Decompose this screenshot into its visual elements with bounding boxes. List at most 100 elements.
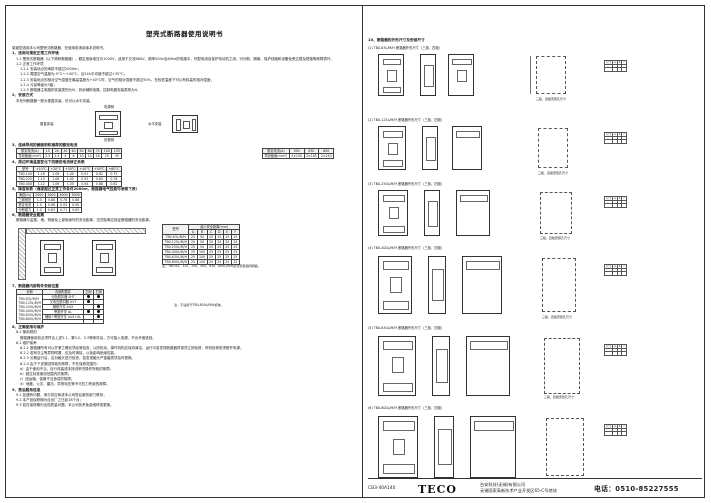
installed-mark [86, 310, 90, 313]
wire-cell: 2×240 [318, 153, 335, 160]
dim-header-cell: 尺寸 [603, 59, 614, 66]
section-8-p2: 断路器使用前必须符合上述3.1、第3.2、3.3等条件后，方可接入电源，不允许倒… [20, 335, 156, 340]
wire-cell: 4 [60, 153, 70, 160]
safety-cell: TB0-125L/M/H [161, 238, 190, 245]
alt-cell: 分断能力 [16, 206, 34, 213]
footer: CB3-40A140 TECO 台安科技(无锡)有限公司 无锡国家高新技术产业开… [368, 478, 702, 496]
document-title: 塑壳式断路器使用说明书 [146, 30, 223, 38]
dimension-item-1: (1) TB0-63L/M/H 断路器外形尺寸（三极、四极） 三极、四极安装孔尺… [368, 46, 702, 116]
temp-cell: TB0-225 [15, 175, 35, 182]
accessory-table: 机种 内部附属件 左侧 右侧 TB0-63L/M/H TB0-125L/M/H … [15, 289, 105, 325]
phone-number: 电话：0510-85227555 [594, 485, 679, 493]
temp-header-cell: +40°C [77, 165, 93, 172]
mounting-hole-outline [544, 338, 580, 394]
document-code: CB3-40A140 [368, 486, 396, 491]
section-5-heading: 5、降容系数（海拔超过正常工作条件2000m，断路器电气性能可参照下表） [12, 186, 140, 191]
wire-cell: 2×150 [288, 153, 305, 160]
section-2-p1: 本系列断路器一般为垂直安装，也可以水平安装。 [16, 98, 93, 103]
dimension-line [530, 56, 531, 94]
dim-header-cell: c [621, 263, 627, 270]
safety-cell: TB0-400L/M/H [161, 248, 190, 255]
safety-cell: TB0-630L/M/H [161, 253, 190, 260]
dimension-caption: (6) TB0-800L/M/H 断路器外形尺寸（三极、四极） [368, 406, 445, 410]
safety-cell: 100 [196, 258, 208, 265]
right-column: 10、断路器的外形尺寸及安装尺寸 (1) TB0-63L/M/H 断路器外形尺寸… [368, 10, 702, 495]
dim-header-cell: 尺寸 [603, 423, 614, 430]
side-view-drawing [420, 54, 436, 96]
dim-header-cell: c [621, 59, 627, 66]
wire-cell: 6 [68, 153, 79, 160]
section-8-heading: 8、正确使用与维护 [12, 325, 45, 329]
alt-cell: 1.0 [32, 206, 46, 213]
dim-header-cell: c [621, 423, 627, 430]
four-pole-drawing [448, 54, 474, 96]
front-view-drawing [378, 256, 412, 314]
safety-cell: TB0-250L/M/H [161, 243, 190, 250]
intro-text: 感谢您选用本公司塑壳式断路器，在使用前请阅读本说明书。 [12, 46, 107, 51]
alt-header-cell: 海拔(m) [16, 191, 34, 198]
front-view-drawing [378, 126, 406, 170]
power-side-label: 电源侧 [104, 104, 115, 109]
side-view-drawing [432, 336, 450, 396]
temp-cell: 1.12 [33, 180, 49, 187]
alt-cell: 工频耐压 [16, 196, 34, 203]
mounting-hole-outline [536, 56, 566, 94]
safety-cell: TB0-63L/M/H [161, 233, 190, 240]
mounting-hole-outline [538, 128, 568, 168]
section-4-heading: 4、周边环境温度变化下的额定电流修正系数 [12, 160, 85, 165]
temp-header-cell: +50°C [91, 165, 108, 172]
section-1-p2: 1.2 正常工作环境 [16, 61, 44, 66]
installed-mark [97, 295, 101, 298]
side-view-drawing [422, 126, 438, 170]
breaker-drawing-2 [92, 239, 116, 276]
dimension-caption: (2) TB0-125L/M/H 断路器外形尺寸（三极、四极） [368, 118, 445, 122]
dim-header-cell: c [621, 343, 627, 350]
temp-cell: 0.82 [106, 180, 122, 187]
section-1-p7: 1.2.5 断路器主电路的安装类别为III，其余辅助电路、控制电路安装类别为II… [20, 87, 141, 92]
acc-model: TB0-800L/M/H [18, 317, 41, 322]
altitude-table: 海拔(m) 2000 3000 4000 5000 工频耐压 1.0 0.88 … [16, 191, 83, 213]
safety-header-cell: 型号 [161, 223, 190, 235]
mounting-note: 三极、四极安装孔尺寸 [536, 97, 567, 101]
alt-cell: 0.63 [69, 206, 83, 213]
dimension-caption: (5) TB0-630L/M/H 断路器外形尺寸（三极、四极） [368, 326, 445, 330]
safety-cell: 25 [230, 258, 240, 265]
breaker-vertical-drawing [95, 110, 121, 137]
dimensions-heading: 10、断路器的外形尺寸及安装尺寸 [368, 38, 425, 42]
acc-name: 辅助+警报开关 AUX+AL [42, 314, 84, 320]
section-8-p5: 8.2.2 若有灰尘等异物附着，应及时清除，以免影响绝缘性能。 [20, 351, 118, 356]
section-9-p1: 9.1 如遇有问题，请与供应商或本公司售后服务部门联系； [16, 393, 107, 398]
installed-mark [97, 315, 101, 318]
dimension-item-5: (5) TB0-630L/M/H 断路器外形尺寸（三极、四极） 三极、四极安装孔… [368, 326, 702, 404]
wire-cell: 35 [111, 153, 123, 160]
four-pole-drawing [452, 126, 482, 170]
temperature-table: 型号 +10°C +20°C +30°C +40°C +50°C +60°C T… [15, 165, 122, 187]
alt-cell: 0.83 [44, 206, 59, 213]
accessory-note: 注：不适用于TB0-800L/M/H机种。 [174, 303, 224, 307]
temp-header-cell: +10°C [33, 165, 49, 172]
dimension-item-3: (3) TB0-250L/M/H 断路器外形尺寸（三极、四极） 三极、四极安装孔… [368, 182, 702, 244]
mounting-hole-outline [542, 258, 576, 312]
section-1-heading: 1、适用与规定正常工作环境 [12, 51, 59, 56]
installed-mark [86, 295, 90, 298]
breaker-drawing-1 [40, 239, 64, 276]
column-divider [362, 5, 363, 498]
section-8-p8: a）由于使用不当、自行改装或未按说明书操作所致的故障； [20, 366, 114, 371]
dim-header-cell: 尺寸 [603, 131, 614, 138]
acc-model: TB0-250L/M/H [18, 305, 41, 310]
dim-header-cell: 尺寸 [603, 263, 614, 270]
dim-header-cell: 尺寸 [603, 343, 614, 350]
installed-mark [86, 300, 90, 303]
mounting-hole-outline [546, 418, 584, 476]
acc-model: TB0-630L/M/H [18, 313, 41, 318]
section-6-p1: 断路器与金属、墙、侧面及上部绝缘件的安全距离，这些距离应保证断路器的安全距离。 [16, 218, 153, 223]
section-8-p3: 8.2 维护保养 [16, 340, 37, 345]
section-1-p6: 1.2.4 污染等级为3级； [20, 82, 57, 87]
wire-cell: 2.5 [51, 153, 62, 160]
section-9-heading: 9、售后服务信息 [12, 387, 41, 392]
alt-cell: 0.71 [56, 206, 71, 213]
